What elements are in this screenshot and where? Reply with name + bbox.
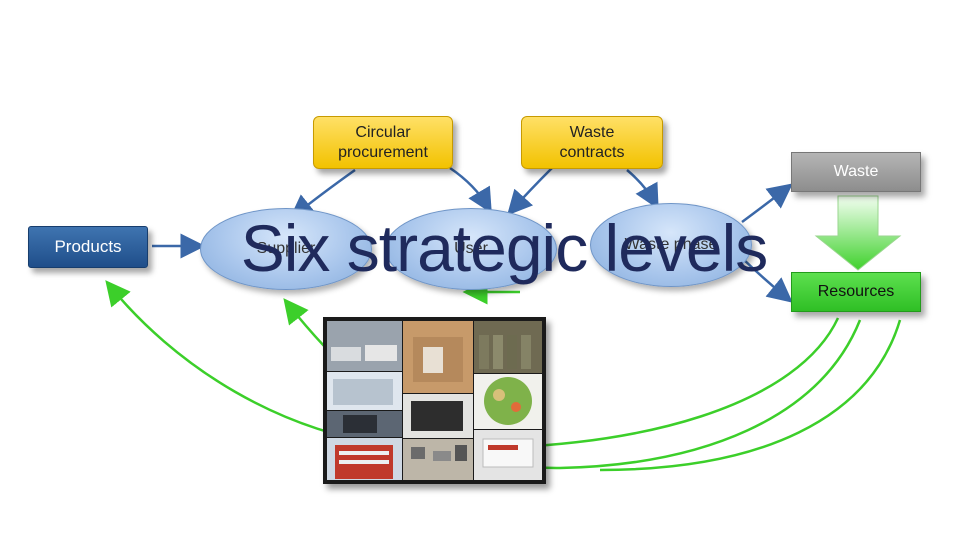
arrow-procurement-to-user [449,166,492,214]
waste-contracts-line1: Waste [569,123,615,141]
waste-contracts-box: Waste contracts [521,116,663,169]
collage-image [327,321,542,480]
feedback-arrow-user [599,319,902,472]
supplier-node: Supplier [200,208,372,290]
products-label: Products [54,237,122,257]
resources-box: Resources [791,272,921,312]
photo-collage [323,317,546,484]
arrow-contracts-to-wastephase [626,169,659,210]
waste-contracts-line2: contracts [559,143,625,161]
user-label: User [454,240,488,258]
waste-label: Waste [833,163,879,180]
waste-box: Waste [791,152,921,192]
waste-phase-node: Waste phase [590,203,752,287]
down-arrow-waste-to-resources [814,195,902,271]
supplier-label: Supplier [256,240,316,258]
circular-procurement-box: Circular procurement [313,116,453,169]
waste-phase-line2: phase [673,236,718,254]
waste-phase-line1: Waste [624,236,670,254]
circular-procurement-line1: Circular [355,123,411,141]
resources-label: Resources [817,283,895,300]
arrow-wastephase-to-resources [741,257,793,303]
circular-procurement-line2: procurement [338,143,428,161]
arrow-contracts-to-user [506,167,553,216]
products-box: Products [28,226,148,268]
user-node: User [385,208,557,290]
arrow-wastephase-to-waste [741,183,793,224]
slide-title: Six strategic levels [240,211,769,285]
